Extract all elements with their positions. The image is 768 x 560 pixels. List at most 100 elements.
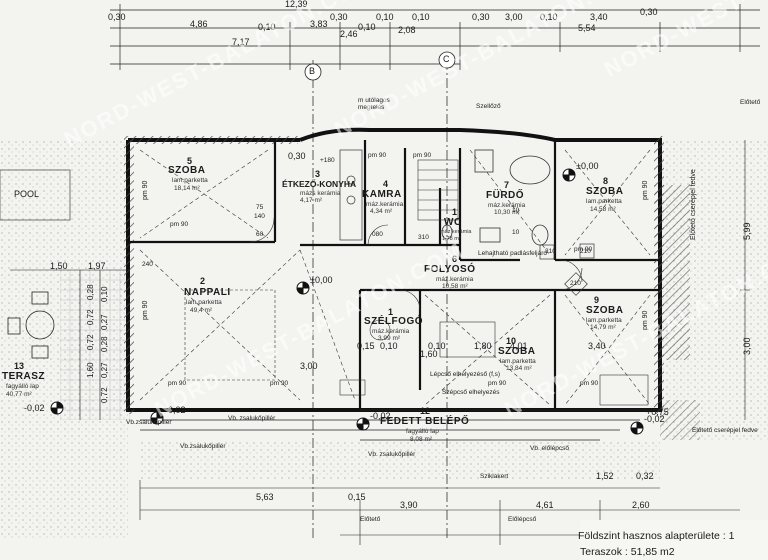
- dim-bottom-390: 3,90: [400, 500, 418, 510]
- top-dimension-lines: [110, 4, 760, 70]
- dim-row4-0: 7,17: [232, 37, 250, 47]
- note-stair: Vb. előlépcső: [530, 445, 570, 452]
- room-1-name: SZÉLFOGÓ: [364, 316, 423, 327]
- dim-row3-5: 5,54: [578, 23, 596, 33]
- terrace-furniture: [7, 291, 55, 359]
- room-10-floor: lam.parketta: [500, 358, 536, 365]
- mark-160: 1,60: [420, 349, 438, 359]
- dim-top-2: 0,10: [376, 12, 394, 22]
- room-10-name: SZOBA: [498, 346, 536, 357]
- pool-outline: [0, 169, 71, 221]
- room-2-floor: lam.parketta: [186, 299, 222, 306]
- stair-block: [417, 159, 459, 221]
- room-2-area: 49,4 m²: [190, 307, 213, 314]
- mark-pm90-3: pm 90: [368, 152, 387, 159]
- level-plus075: +0,75: [646, 407, 669, 417]
- kitchen-counter: [339, 149, 363, 241]
- mark-10-1: 10: [512, 207, 520, 214]
- dim-left-v-6: 1,60: [86, 362, 95, 378]
- dim-row3-1: 0,10: [258, 22, 276, 32]
- bathroom-fixtures: [441, 149, 551, 246]
- room-9-number: 9: [594, 295, 600, 305]
- door-swings: [249, 217, 583, 311]
- note-corridor: Szépcső elhelyezés: [442, 389, 500, 396]
- section-markers: [304, 51, 456, 81]
- section-lines: [312, 60, 448, 540]
- note-zsalu-1: Vb.zsalukőpillér: [126, 419, 172, 426]
- entry-steps: [140, 409, 660, 441]
- mark-pm90-1: pm 90: [170, 221, 189, 228]
- note-eave-cover: Előtető cserépjel fedve: [692, 427, 758, 434]
- room-2-name: NAPPALI: [184, 287, 231, 298]
- note-eave-1: Előtető: [360, 516, 381, 523]
- room-8-number: 8: [603, 176, 609, 186]
- room-wc-floor: máz kerámia: [440, 229, 472, 235]
- mark-10-2: 10: [512, 229, 520, 236]
- footer-terrace-line: Teraszok : 51,85 m2: [580, 546, 675, 558]
- mark-75: 75: [256, 204, 264, 211]
- dim-row4-1: 2,46: [340, 29, 358, 39]
- note-pool: POOL: [14, 189, 40, 199]
- section-mark-b: B: [309, 66, 316, 76]
- room-5-number: 5: [187, 156, 193, 166]
- room-4-floor: máz.kerámia: [366, 201, 404, 208]
- mark-pm90-10: pm 90: [142, 300, 149, 320]
- ground-bottom: [140, 440, 660, 480]
- room-13-name: TERASZ: [2, 371, 45, 382]
- mark-210-2: 210: [570, 280, 581, 287]
- room-wc-number: 1: [452, 207, 458, 217]
- room-wc-area: 1,78 m²: [442, 236, 461, 242]
- note-threshold: Lépcső elhelyezéső (f,s): [430, 371, 501, 378]
- note-zsalu-3: Vb.zsalukőpillér: [180, 443, 226, 450]
- mark-pm90-7: pm 90: [270, 380, 289, 387]
- dim-top-4: 0,30: [472, 12, 490, 22]
- room-5-area: 18,14 m²: [174, 185, 200, 192]
- mark-pm90-9: pm 90: [580, 380, 599, 387]
- level-markers: [50, 168, 644, 435]
- mark-015: 0,15: [357, 341, 375, 351]
- dim-bottom-015: 0,15: [348, 492, 366, 502]
- level-minus-b: -0,02: [370, 411, 391, 421]
- room-8-floor: lam.parketta: [586, 198, 622, 205]
- dim-bottom-563: 5,63: [256, 492, 274, 502]
- dim-bottom-032: 0,32: [636, 471, 654, 481]
- east-lower-hatch: [660, 400, 700, 440]
- room-6-name: FOLYOSÓ: [424, 264, 476, 275]
- left-dimension-lines: [10, 269, 128, 420]
- door-boxes: [539, 243, 595, 296]
- room-4-name: KAMRA: [362, 189, 402, 200]
- room-2-number: 2: [200, 276, 206, 286]
- room-1-number: 1: [388, 307, 394, 317]
- room-12-floor: fagyálló lap: [406, 428, 439, 435]
- mark-240: 240: [142, 261, 153, 268]
- note-eave-cover-vertical: Előtető cserépjel fedve: [690, 169, 697, 240]
- dim-bottom-152: 1,52: [596, 471, 614, 481]
- note-eave-2: Előtető: [740, 99, 761, 106]
- dim-left-top-1: 1,97: [88, 261, 106, 271]
- roof-lines: [139, 149, 651, 406]
- room-3-floor: mázs kerámia: [300, 190, 341, 197]
- mark-pm90-2: pm 90: [142, 180, 149, 200]
- terrace-tiles: [60, 270, 130, 420]
- level-minus-d: -0,02: [24, 403, 45, 413]
- interior-walls: [128, 140, 660, 410]
- dim-left-v-3: 0,27: [100, 314, 109, 330]
- level-minus-a: -0,02: [165, 405, 186, 415]
- note-eave-3: Előlépcső: [508, 516, 537, 523]
- note-ceiling: Lehajtható padlásfeljáró: [478, 250, 548, 257]
- dim-row3-4: 2,08: [398, 25, 416, 35]
- dim-left-v-0: 0,28: [86, 284, 95, 300]
- room-13-area: 40,77 m²: [6, 391, 32, 398]
- room-3-number: 3: [315, 169, 321, 179]
- room-7-area: 10,30 m²: [494, 209, 520, 216]
- room-1-area: 3,99 m²: [378, 335, 401, 342]
- room-12-area: 8,08 m²: [410, 436, 433, 443]
- dim-right-1: 3,00: [742, 337, 752, 355]
- mark-180: 1,80: [474, 341, 492, 351]
- note-zsalu-4: Vb. zsalukőpillér: [368, 451, 416, 458]
- mark-010-1: 0,10: [380, 341, 398, 351]
- dim-bottom-260: 2,60: [632, 500, 650, 510]
- note-ventilation: Szellőző: [476, 103, 501, 110]
